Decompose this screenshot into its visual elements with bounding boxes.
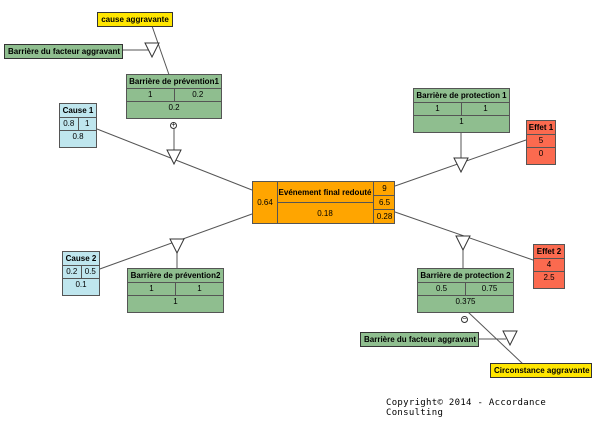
protection-barrier-1-title: Barrière de protection 1 (416, 91, 507, 100)
prevention-barrier-1-result: 0.2 (168, 103, 180, 112)
protection-barrier-2[interactable]: Barrière de protection 2 0.5 0.75 0.375 (417, 268, 514, 313)
cause-1-result: 0.8 (72, 132, 84, 141)
barrier-triangle-icon (502, 330, 518, 347)
prevention-barrier-2-value-a: 1 (149, 284, 154, 293)
barrier-triangle-icon (455, 235, 471, 252)
cause-1-title: Cause 1 (62, 106, 94, 115)
aggravating-circumstance-bottom[interactable]: Circonstance aggravante (490, 363, 592, 378)
cause-2-value-a: 0.2 (66, 267, 78, 276)
barrier-triangle-icon (144, 42, 160, 59)
cause-1-value-a: 0.8 (63, 119, 75, 128)
protection-barrier-2-value-b: 0.75 (465, 283, 513, 295)
collapse-minus-icon[interactable]: − (461, 316, 468, 323)
top-event-left-value: 0.64 (257, 198, 273, 207)
aggravating-cause-top[interactable]: cause aggravante (97, 12, 173, 27)
effect-1-title: Effet 1 (528, 123, 554, 132)
top-event-right-value-2: 6.5 (374, 196, 395, 210)
barrier-triangle-icon (453, 157, 469, 174)
prevention-barrier-1-value-a: 1 (148, 90, 153, 99)
prevention-barrier-1-title: Barrière de prévention1 (129, 77, 219, 86)
prevention-barrier-2-result: 1 (173, 297, 178, 306)
cause-2-title: Cause 2 (65, 254, 97, 263)
protection-barrier-2-title: Barrière de protection 2 (420, 271, 511, 280)
cause-2-value-b: 0.5 (80, 266, 100, 278)
protection-barrier-1-result: 1 (459, 117, 464, 126)
aggravating-factor-barrier-bottom-label: Barrière du facteur aggravant (364, 335, 477, 344)
prevention-barrier-1-value-b: 0.2 (173, 89, 222, 101)
protection-barrier-1[interactable]: Barrière de protection 1 1 1 1 (413, 88, 510, 133)
top-event-right-value-3: 0.28 (376, 212, 393, 221)
prevention-barrier-1[interactable]: Barrière de prévention1 1 0.2 0.2 (126, 74, 222, 119)
top-event-title: Evénement final redouté (278, 187, 372, 197)
aggravating-factor-barrier-top[interactable]: Barrière du facteur aggravant (4, 44, 123, 59)
barrier-triangle-icon (166, 149, 182, 166)
aggravating-circumstance-label: Circonstance aggravante (494, 366, 590, 375)
protection-barrier-2-value-a: 0.5 (435, 284, 448, 293)
cause-1[interactable]: Cause 1 0.8 1 0.8 (59, 103, 97, 148)
protection-barrier-1-value-b: 1 (461, 103, 509, 115)
effect-2-title: Effet 2 (536, 247, 562, 256)
effect-1-value-2: 0 (538, 149, 544, 158)
protection-barrier-2-result: 0.375 (455, 297, 476, 306)
aggravating-factor-barrier-label: Barrière du facteur aggravant (8, 47, 121, 56)
cause-2-result: 0.1 (75, 280, 87, 289)
aggravating-cause-label: cause aggravante (101, 15, 169, 24)
top-event-bottom-value: 0.18 (317, 208, 333, 218)
top-event[interactable]: 0.64 Evénement final redouté 0.18 9 6.5 … (252, 181, 395, 224)
cause-1-value-b: 1 (77, 118, 97, 130)
aggravating-factor-barrier-bottom[interactable]: Barrière du facteur aggravant (360, 332, 479, 347)
expand-plus-icon[interactable]: + (170, 122, 177, 129)
prevention-barrier-2-value-b: 1 (175, 283, 223, 295)
prevention-barrier-2-title: Barrière de prévention2 (130, 271, 221, 280)
copyright-text: Copyright© 2014 - Accordance Consulting (386, 398, 547, 418)
prevention-barrier-2[interactable]: Barrière de prévention2 1 1 1 (127, 268, 224, 313)
protection-barrier-1-value-a: 1 (435, 104, 440, 113)
top-event-right-value-1: 9 (374, 182, 395, 196)
barrier-triangle-icon (169, 238, 185, 255)
effect-2-value-2: 2.5 (543, 273, 555, 282)
effect-1-value-1: 5 (538, 136, 544, 145)
cause-2[interactable]: Cause 2 0.2 0.5 0.1 (62, 251, 100, 296)
effect-2-value-1: 4 (546, 260, 552, 269)
effect-2[interactable]: Effet 2 4 2.5 (533, 244, 565, 289)
effect-1[interactable]: Effet 1 5 0 (526, 120, 556, 165)
